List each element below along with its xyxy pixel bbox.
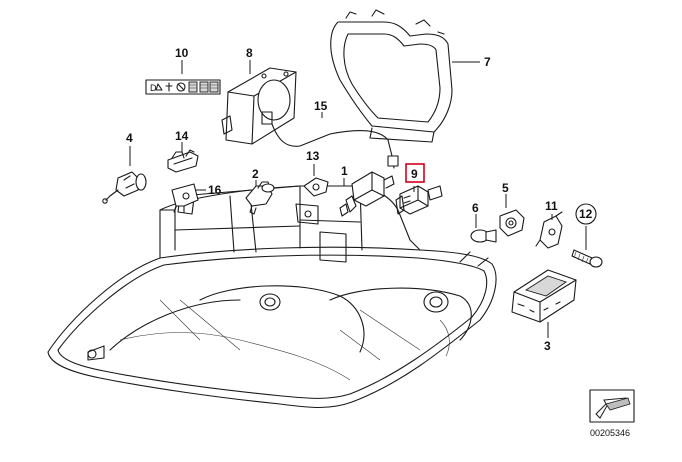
part-10-label: D: [145, 79, 221, 95]
part-11-bracket: [535, 211, 563, 249]
callout-numbers: 10 8 7 15 4 14 13 16 2 1 9 5 6 11 12 3: [126, 46, 597, 353]
figure-id-box: 00205346: [589, 389, 635, 438]
part-9-igniter: [395, 185, 443, 215]
part-5-socket: [499, 209, 525, 237]
callout-10: 10: [175, 46, 189, 60]
part-12-screw: [571, 249, 603, 268]
callout-8: 8: [246, 46, 253, 60]
callout-2: 2: [252, 167, 259, 181]
callout-9-highlight-box: [405, 163, 425, 183]
part-4-socket: [102, 171, 147, 204]
callout-6: 6: [472, 201, 479, 215]
callout-12-circle: [575, 203, 597, 225]
callout-15: 15: [314, 99, 328, 113]
callout-16: 16: [208, 183, 222, 197]
callout-11: 11: [545, 199, 558, 213]
callout-5: 5: [502, 181, 509, 195]
part-7-cover: [330, 9, 453, 143]
part-14-clip: [167, 149, 199, 173]
part-8-control-unit: [221, 67, 297, 145]
leader-lines: [129, 60, 587, 338]
figure-id: 00205346: [590, 428, 630, 438]
part-1-xenon-bulb: [339, 171, 395, 217]
callout-12: 12: [579, 207, 593, 221]
callout-9: 9: [411, 167, 418, 181]
part-16-bracket: [171, 183, 199, 213]
label-10-text: D: [150, 83, 157, 93]
callout-3: 3: [544, 339, 551, 353]
callout-13: 13: [306, 149, 320, 163]
callout-14: 14: [175, 129, 189, 143]
callout-7: 7: [484, 55, 491, 69]
part-15-cable: [271, 123, 399, 169]
part-3-ballast: [511, 269, 577, 323]
part-13-clip: [303, 177, 329, 197]
part-6-bulb: [470, 229, 497, 243]
callout-4: 4: [126, 131, 133, 145]
part-2-bulb: [245, 181, 275, 215]
headlight-housing: [47, 185, 497, 408]
callout-1: 1: [341, 164, 348, 178]
